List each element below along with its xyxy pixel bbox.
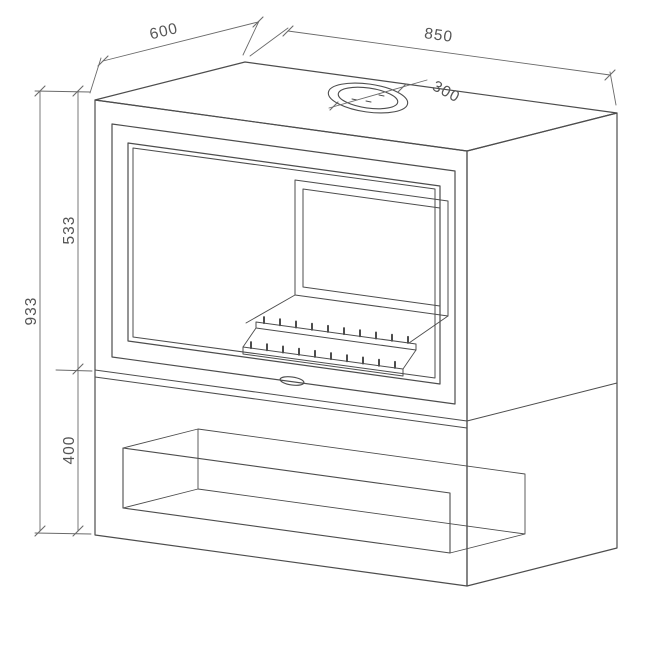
dim-flue-diameter-label: 300 xyxy=(429,78,462,107)
dim-width-extensions xyxy=(249,27,617,106)
top-face xyxy=(94,61,618,152)
inner-window-inner-frame xyxy=(302,188,441,307)
log-grate xyxy=(242,316,417,377)
stove-body xyxy=(94,61,618,587)
opening-interior-lines xyxy=(122,428,526,554)
opening-frame xyxy=(122,447,451,554)
dim-lower-height xyxy=(72,368,84,537)
body-division-lines xyxy=(94,369,618,429)
grate-rail-connectors xyxy=(242,327,417,370)
dim-depth-ticks xyxy=(97,16,264,67)
dim-depth-line xyxy=(102,21,259,62)
door-outer-frame xyxy=(111,123,456,405)
inner-window-outer-frame xyxy=(294,179,449,317)
firebox-interior xyxy=(242,179,449,377)
dimension-lines xyxy=(34,16,617,537)
dim-flue-line xyxy=(328,79,428,109)
interior-floor-lines xyxy=(245,294,449,344)
dim-lower-height-label: 400 xyxy=(61,436,78,465)
dim-width-ticks xyxy=(282,25,616,81)
glass-outer-frame xyxy=(127,142,441,385)
dim-lower-height-ticks xyxy=(72,525,84,537)
dim-depth-extensions xyxy=(89,20,260,94)
dim-width xyxy=(249,25,617,106)
dim-total-height-ticks xyxy=(34,85,46,537)
dim-height-extensions xyxy=(34,90,93,535)
base-compartment xyxy=(122,428,526,554)
dim-depth-label: 600 xyxy=(148,20,180,43)
grate-teeth-back xyxy=(263,316,409,344)
side-face xyxy=(466,112,618,587)
dim-depth xyxy=(89,16,264,94)
dim-flue-ticks xyxy=(329,83,407,111)
dim-upper-height-label: 533 xyxy=(61,216,78,245)
dim-width-label: 850 xyxy=(423,25,454,46)
dim-width-line xyxy=(287,30,611,76)
dim-flue xyxy=(328,79,428,111)
grate-teeth-front xyxy=(250,341,396,369)
dim-total-height xyxy=(34,85,93,537)
door xyxy=(111,123,456,405)
dim-total-height-label: 933 xyxy=(23,297,40,326)
door-handle xyxy=(279,376,305,386)
flue-outer-ring xyxy=(327,82,409,114)
flue-collar xyxy=(327,82,409,114)
glass-inner-frame xyxy=(132,147,436,379)
flue-bolt-marks xyxy=(351,94,385,103)
flue-inner-ring xyxy=(337,86,399,110)
